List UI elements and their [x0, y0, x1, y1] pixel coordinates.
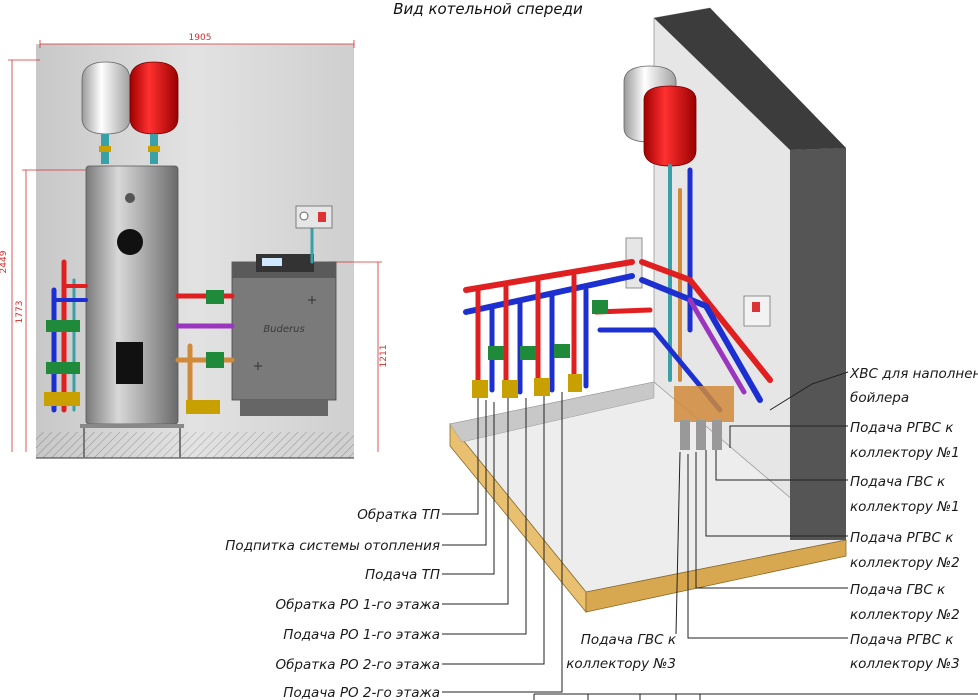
expansion-tanks	[81, 61, 179, 164]
label-rgvs2-line1: Подача РГВС к	[850, 530, 954, 546]
front-view: 1905 2449 1773 1211	[0, 33, 389, 459]
label-gvs2-line1: Подача ГВС к	[850, 582, 946, 598]
label-hvs-line1: ХВС для наполнения	[849, 366, 978, 382]
boiler-brand: Buderus	[263, 324, 304, 335]
right-leaders	[675, 371, 849, 639]
label-podacha-ro1: Подача РО 1-го этажа	[283, 627, 440, 643]
dim-height-tank: 1773	[15, 301, 25, 324]
label-gvs3-line1: Подача ГВС к	[581, 632, 677, 648]
dimension-lines: 1905 2449 1773 1211	[0, 33, 389, 452]
center-label: Подача ГВС к коллектору №3	[566, 632, 677, 672]
tank-left-pipes	[44, 259, 88, 413]
label-obratka-tp: Обратка ТП	[357, 507, 440, 523]
label-rgvs2-line2: коллектору №2	[850, 555, 960, 571]
label-podacha-ro2: Подача РО 2-го этажа	[283, 685, 440, 700]
dim-width: 1905	[189, 33, 212, 43]
dim-height-boiler: 1211	[379, 345, 389, 368]
label-hvs-line2: бойлера	[850, 390, 909, 406]
label-podpitka: Подпитка системы отопления	[225, 538, 440, 554]
right-labels: ХВС для наполнения бойлера Подача РГВС к…	[849, 366, 978, 672]
floor-hatch	[36, 432, 354, 458]
iso-manifold	[463, 259, 773, 413]
drawing-title: Вид котельной спереди	[393, 0, 583, 18]
title-block-fragment	[533, 693, 978, 700]
iso-expansion-tanks	[623, 65, 697, 167]
label-gvs3-line2: коллектору №3	[566, 656, 676, 672]
boiler: Buderus	[231, 254, 337, 416]
label-gvs1-line2: коллектору №1	[850, 499, 960, 515]
label-gvs2-line2: коллектору №2	[850, 607, 960, 623]
hot-water-tank	[80, 165, 184, 458]
left-leaders	[442, 392, 563, 693]
dim-height-total: 2449	[0, 250, 9, 273]
label-obratka-ro2: Обратка РО 2-го этажа	[275, 657, 440, 673]
label-gvs1-line1: Подача ГВС к	[850, 474, 946, 490]
left-labels: Обратка ТП Подпитка системы отопления По…	[225, 507, 440, 700]
label-podacha-tp: Подача ТП	[365, 567, 440, 583]
iso-manifold-drops	[472, 273, 608, 398]
label-rgvs3-line2: коллектору №3	[850, 656, 960, 672]
label-obratka-ro1: Обратка РО 1-го этажа	[275, 597, 440, 613]
label-rgvs1-line1: Подача РГВС к	[850, 420, 954, 436]
isometric-view	[449, 7, 847, 614]
boiler-pipes	[175, 205, 333, 414]
label-rgvs1-line2: коллектору №1	[850, 445, 960, 461]
label-rgvs3-line1: Подача РГВС к	[850, 632, 954, 648]
